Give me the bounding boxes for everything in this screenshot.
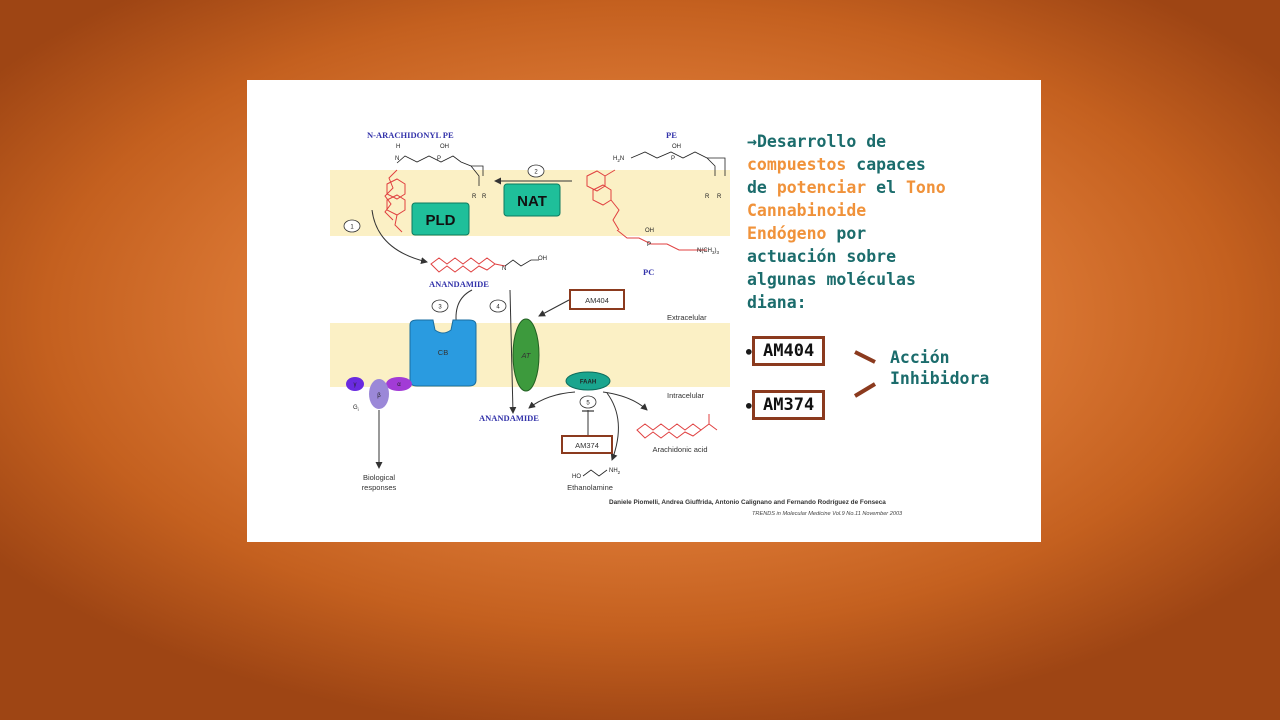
alpha-label: α: [397, 382, 401, 388]
nh2-label: NH2: [609, 468, 621, 475]
cb-label: CB: [438, 348, 448, 357]
biological-responses-label-1: Biological: [363, 473, 395, 482]
step-4-marker: 4: [489, 299, 507, 313]
pld-label: PLD: [426, 212, 456, 229]
anandamide-structure-top: [430, 257, 506, 273]
accion-inhibidora-label: Acción Inhibidora: [890, 348, 990, 388]
am374-compound-box: AM374: [752, 390, 826, 420]
anandamide-transport-arrow: [509, 289, 517, 414]
svg-text:4: 4: [496, 305, 500, 311]
beta-label: β: [377, 393, 381, 399]
bullet-am374: •: [744, 397, 754, 416]
oh-label-3: OH: [645, 228, 654, 234]
endocannabinoid-pathway-diagram: N-ARACHIDONYL PE PE OH P H N R R H2N OH …: [330, 130, 877, 492]
nat-box: [503, 183, 561, 217]
pld-box: [411, 202, 470, 236]
faah-enzyme: [565, 371, 611, 391]
r-label-1: R: [472, 194, 477, 200]
arachidonic-acid-label: Arachidonic acid: [652, 445, 707, 454]
bracket-am374: [853, 382, 877, 398]
cb-receptor: [409, 319, 477, 387]
at-transporter: [512, 318, 540, 392]
faah-to-arachidonic-arrow: [602, 391, 648, 411]
anandamide-top-label: ANANDAMIDE: [429, 279, 489, 289]
gamma-label: γ: [354, 382, 357, 388]
pe-structure: [630, 151, 726, 176]
nch3-label: N(CH3)3: [697, 248, 720, 255]
oh-label-2: OH: [672, 144, 681, 150]
ethanolamine-structure: [582, 469, 608, 477]
alpha-subunit: [386, 377, 412, 391]
r-label-2: R: [482, 194, 487, 200]
step-1-marker: 1: [343, 219, 361, 233]
pld-to-anandamide-arrow: [371, 209, 428, 265]
am404-compound-box: AM404: [752, 336, 826, 366]
faah-to-ethanolamine-arrow: [606, 392, 619, 461]
step-5-marker: 5: [579, 395, 597, 409]
nat-label: NAT: [517, 193, 547, 210]
pc-label: PC: [643, 267, 654, 277]
n-arachidonyl-pe-label: N-ARACHIDONYL PE: [367, 130, 454, 140]
headline-text: →Desarrollo de compuestos capaces de pot…: [747, 132, 946, 312]
h2n-label: H2N: [613, 156, 624, 163]
bullet-am404: •: [744, 343, 754, 362]
p-label-1: P: [437, 156, 441, 162]
p-label-3: P: [647, 242, 651, 248]
oh-label-1: OH: [440, 144, 449, 150]
svg-text:2: 2: [534, 170, 538, 176]
arachidonic-acid-structure: [636, 414, 718, 439]
slide-panel: N-ARACHIDONYL PE PE OH P H N R R H2N OH …: [247, 80, 1041, 542]
intracelular-label: Intracelular: [667, 391, 705, 400]
n-label-2: N: [502, 266, 506, 272]
r-label-4: R: [717, 194, 722, 200]
faah-to-anandamide-arrow: [528, 391, 576, 409]
svg-text:3: 3: [438, 305, 442, 311]
n-label-1: N: [395, 156, 399, 162]
gamma-subunit: [346, 377, 364, 391]
am404-arrow: [538, 299, 570, 317]
am404-diagram-label: AM404: [585, 296, 609, 305]
arrow-icon: →: [747, 132, 757, 151]
am404-diagram-box: [569, 289, 625, 310]
p-label-2: P: [671, 156, 675, 162]
gi-label: Gi: [353, 405, 359, 412]
h-label: H: [396, 144, 400, 150]
svg-text:5: 5: [586, 401, 590, 407]
anandamide-bottom-label: ANANDAMIDE: [479, 413, 539, 423]
am374-diagram-label: AM374: [575, 441, 599, 450]
ethanolamine-label: Ethanolamine: [567, 483, 613, 492]
at-label: AT: [520, 351, 531, 360]
ho-label: HO: [572, 474, 581, 480]
n-arachidonyl-pe-headgroup: [396, 155, 484, 186]
am374-diagram-box: [561, 435, 613, 454]
citation-authors: Daniele Piomelli, Andrea Giuffrida, Anto…: [609, 499, 886, 506]
citation-journal: TRENDS in Molecular Medicine Vol.9 No.11…: [752, 511, 903, 517]
svg-text:1: 1: [350, 225, 354, 231]
bracket-am404: [854, 350, 876, 364]
n-arachidonyl-pe-structure: [384, 169, 406, 233]
oh-label-4: OH: [538, 256, 547, 262]
pc-structure: [586, 169, 707, 251]
biological-responses-label-2: responses: [362, 483, 397, 492]
anandamide-tail-top: [504, 259, 539, 267]
beta-subunit: [369, 379, 389, 409]
extracelular-label: Extracelular: [667, 313, 707, 322]
r-label-3: R: [705, 194, 710, 200]
step-3-marker: 3: [431, 299, 449, 313]
pe-label: PE: [666, 130, 677, 140]
step-2-marker: 2: [527, 164, 545, 178]
faah-label: FAAH: [580, 380, 596, 386]
